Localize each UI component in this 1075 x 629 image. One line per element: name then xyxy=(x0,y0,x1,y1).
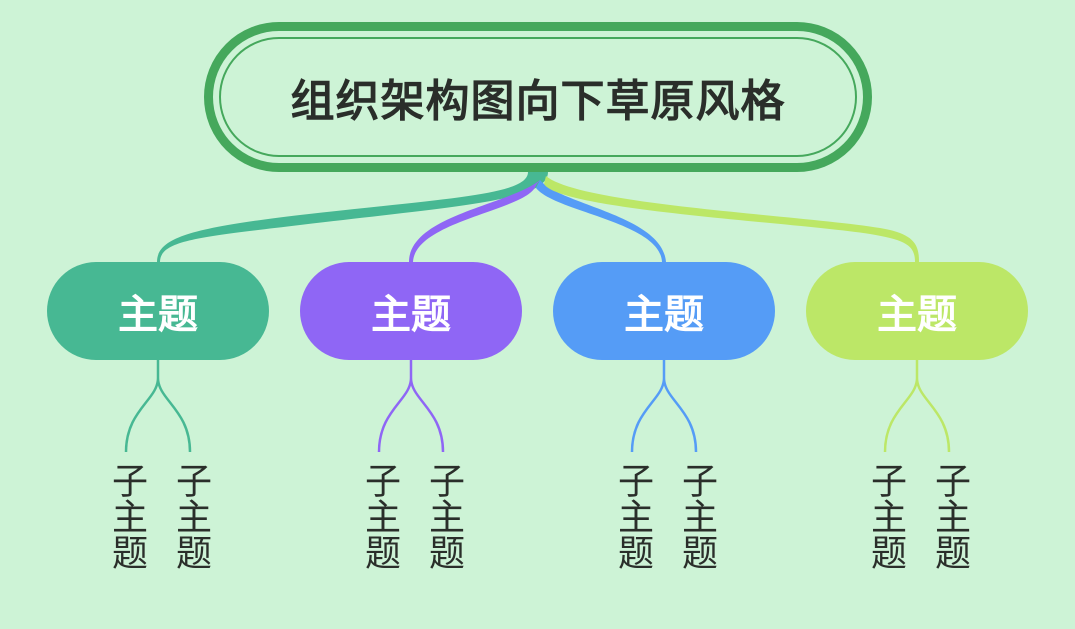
subtopic-2-1[interactable]: 子主题 xyxy=(359,462,400,570)
root-topic-inner-border: 组织架构图向下草原风格 xyxy=(219,37,857,157)
topic-label: 主题 xyxy=(877,292,957,338)
root-title: 组织架构图向下草原风格 xyxy=(290,76,786,127)
subtopic-1-2[interactable]: 子主题 xyxy=(170,462,211,570)
subtopic-2-2[interactable]: 子主题 xyxy=(423,462,464,570)
topic-1[interactable]: 主题 xyxy=(47,262,269,360)
root-topic[interactable]: 组织架构图向下草原风格 xyxy=(204,22,872,172)
topic-2[interactable]: 主题 xyxy=(300,262,522,360)
topic-label: 主题 xyxy=(118,292,198,338)
topic-3[interactable]: 主题 xyxy=(553,262,775,360)
subtopic-4-1[interactable]: 子主题 xyxy=(865,462,906,570)
subtopic-3-2[interactable]: 子主题 xyxy=(676,462,717,570)
subtopic-4-2[interactable]: 子主题 xyxy=(929,462,970,570)
subtopic-3-1[interactable]: 子主题 xyxy=(612,462,653,570)
topic-label: 主题 xyxy=(371,292,451,338)
topic-label: 主题 xyxy=(624,292,704,338)
subtopic-1-1[interactable]: 子主题 xyxy=(106,462,147,570)
topic-4[interactable]: 主题 xyxy=(806,262,1028,360)
